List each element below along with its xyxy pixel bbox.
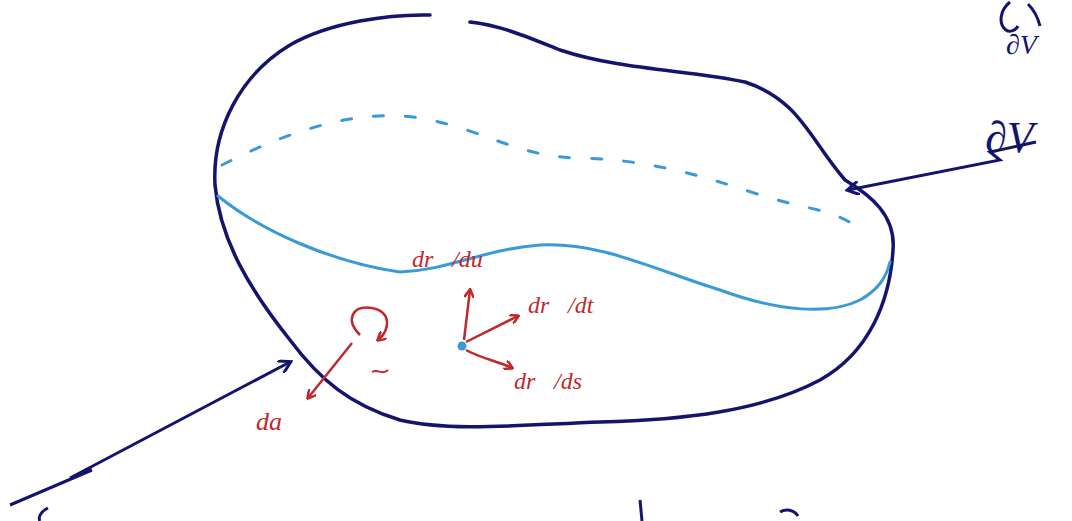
point bbox=[458, 342, 467, 351]
text-fragment bbox=[39, 508, 48, 521]
curl-arrow bbox=[352, 308, 387, 340]
vector-label: dr⃗/ds bbox=[514, 368, 582, 394]
boundary-label: ∂V bbox=[1006, 30, 1037, 61]
vector-ds bbox=[466, 350, 512, 368]
volume-outline bbox=[215, 15, 893, 427]
integral-fragment bbox=[1028, 4, 1040, 26]
equator-back bbox=[222, 116, 860, 230]
vector-da bbox=[308, 343, 352, 398]
text-fragment bbox=[640, 500, 642, 521]
tilde-mark bbox=[372, 370, 388, 372]
vector-dt bbox=[466, 316, 518, 342]
integral-fragment bbox=[1001, 2, 1018, 31]
surface-pointer bbox=[10, 362, 290, 505]
boundary-label: ∂V bbox=[985, 114, 1034, 162]
vector-label: dr⃗/du bbox=[412, 246, 483, 272]
vector-du bbox=[464, 290, 470, 340]
vector-label: da⃗ bbox=[256, 408, 302, 437]
vector-label: dr⃗/dt bbox=[528, 292, 593, 318]
text-fragment bbox=[780, 510, 798, 516]
